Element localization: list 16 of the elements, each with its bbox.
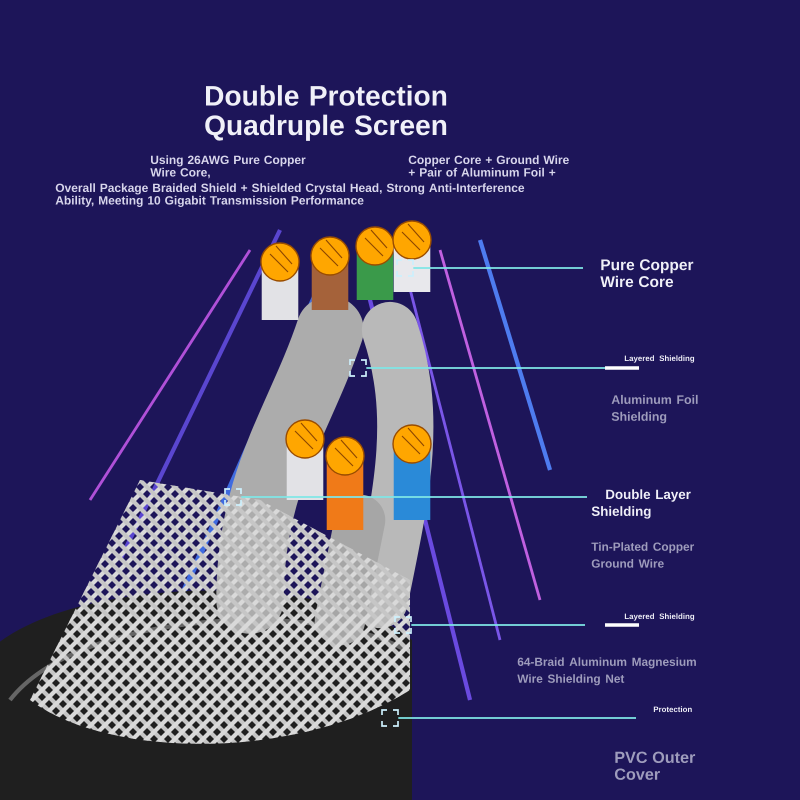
bracket-marker [349, 359, 367, 377]
leader-line [398, 717, 636, 719]
feature-text: Using 26AWG Pure Copper Wire Core, [150, 155, 306, 178]
leader-line [366, 367, 606, 369]
callout-label: Double Layer Shielding Tin-Plated Copper Ground Wire [591, 489, 694, 568]
callout-label: Pure Copper Wire Core [600, 259, 694, 288]
feature-text: Overall Package Braided Shield + Shielded Crystal Head, Strong Anti-Interference Ability, Meeting 10 Gigabit Transmission Performance [56, 183, 524, 207]
leader-line [241, 496, 587, 498]
bracket-marker [394, 616, 412, 634]
feature-text: Copper Core + Ground Wire + Pair of Aluminum Foil + [408, 155, 569, 177]
title: Double Protection Quadruple Screen [205, 85, 446, 141]
bracket-marker [396, 259, 414, 277]
bracket-marker [381, 709, 399, 727]
leader-line [413, 267, 583, 269]
bracket-marker [224, 488, 242, 506]
leader-line [411, 624, 585, 626]
